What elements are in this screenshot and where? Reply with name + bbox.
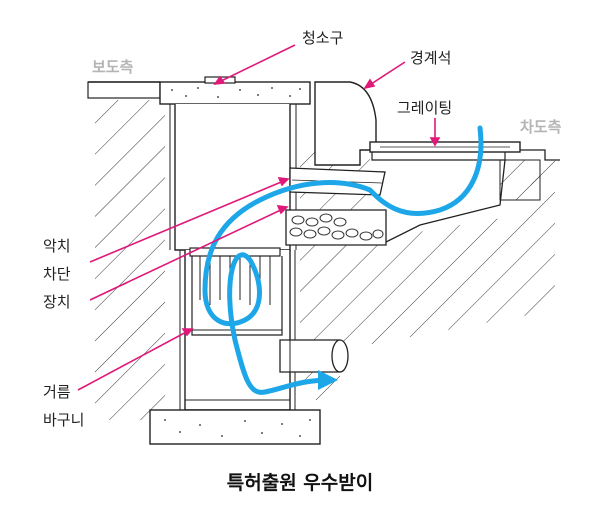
diagram-title: 특허출원 우수받이 (226, 472, 374, 494)
label-grating: 그레이팅 (397, 99, 453, 117)
grating-channel (369, 141, 560, 246)
label-sidewalk: 보도측 (92, 58, 134, 76)
label-cleanout: 청소구 (302, 29, 344, 47)
water-flow-path (202, 125, 484, 395)
label-curb: 경계석 (410, 49, 452, 67)
pointer-lines (77, 44, 441, 391)
label-odor-block-3: 장치 (43, 293, 71, 311)
soil-hatching-left (95, 100, 165, 420)
label-roadway: 차도측 (520, 118, 562, 136)
sidewalk-surface (87, 81, 161, 99)
gravel-chamber (285, 209, 387, 246)
label-basket-1: 거름 (43, 383, 71, 401)
outlet-pipe (279, 339, 349, 373)
upper-shaft (169, 104, 297, 251)
label-odor-block-2: 차단 (43, 265, 71, 283)
label-odor-block-1: 악치 (43, 237, 71, 255)
concrete-base (149, 409, 321, 445)
label-basket-2: 바구니 (43, 411, 85, 429)
curb-stone (314, 81, 377, 166)
